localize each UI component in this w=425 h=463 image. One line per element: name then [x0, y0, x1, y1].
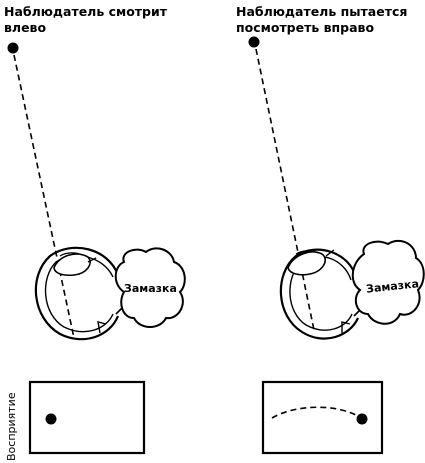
perception-label: Восприятие: [5, 392, 18, 461]
right-putty: Замазка: [351, 239, 425, 325]
right-perceived-dot: [356, 413, 368, 425]
right-line-of-sight: [255, 48, 315, 331]
left-line-of-sight: [13, 54, 75, 339]
left-putty: Замазка: [114, 247, 186, 328]
left-eye: [34, 246, 127, 341]
right-putty-label: Замазка: [366, 277, 420, 295]
right-caption-line2: посмотреть вправо: [236, 20, 374, 35]
left-target-dot: [7, 42, 19, 54]
right-target-dot: [248, 36, 260, 48]
left-caption-line2: влево: [4, 20, 46, 35]
right-perceived-motion-path: [271, 406, 359, 419]
right-caption-line1: Наблюдатель пытается: [236, 4, 407, 19]
left-perceived-dot: [45, 413, 57, 425]
left-caption-line1: Наблюдатель смотрит: [4, 4, 168, 19]
left-putty-label: Замазка: [124, 282, 177, 295]
right-eye: [279, 248, 365, 340]
right-panel: Наблюдатель пытается посмотреть вправо З…: [236, 4, 425, 455]
left-panel: Наблюдатель смотрит влево Замазка: [4, 4, 186, 455]
